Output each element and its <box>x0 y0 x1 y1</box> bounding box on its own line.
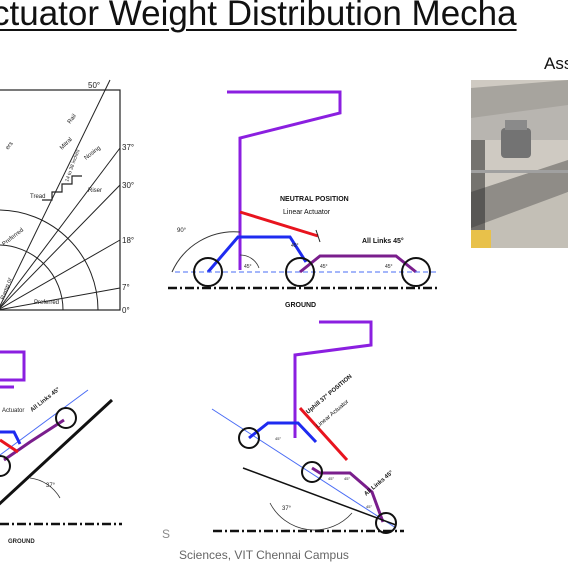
neutral-links-label: All Links 45° <box>362 237 404 245</box>
page-title: ctuator Weight Distribution Mecha <box>0 0 517 33</box>
neutral-actuator-label: Linear Actuator <box>283 209 331 216</box>
chart-angle-37: 37° <box>122 143 134 152</box>
wheel <box>193 257 223 287</box>
footer-text: Sciences, VIT Chennai Campus <box>179 548 349 562</box>
chart-label-inches: 14 to 38 inches <box>64 148 81 182</box>
chart-label-preferred-a: Preferred <box>2 227 25 247</box>
wheel <box>401 257 431 287</box>
left-angle-label: 37° <box>46 483 56 489</box>
chart-label-rail: Rail <box>67 113 78 125</box>
uphill-links-label: All Links 45° <box>363 470 395 498</box>
uphill-position-diagram: Uphill 37° POSITION Linear Actuator All … <box>211 320 404 534</box>
chart-angle-18: 18° <box>122 236 134 245</box>
svg-text:45°: 45° <box>291 243 299 249</box>
chart-angle-50: 50° <box>88 81 100 90</box>
chart-angle-7: 7° <box>122 283 130 292</box>
uphill-title: Uphill 37° POSITION <box>305 374 353 416</box>
chart-label-ramp: Ramp or <box>0 277 14 301</box>
wheel <box>0 455 11 477</box>
chart-label-riser: Riser <box>88 188 102 194</box>
wheel <box>55 407 77 429</box>
footer-fragment: S <box>162 527 171 541</box>
neutral-angle-90: 90° <box>177 228 187 234</box>
corner-title: Ass <box>544 54 568 73</box>
svg-text:ers: ers <box>5 141 15 151</box>
assembly-photo <box>471 80 568 248</box>
wheel <box>375 512 397 534</box>
svg-text:45°: 45° <box>385 264 393 270</box>
chart-label-tread: Tread <box>30 194 45 200</box>
left-uphill-diagram: Actuator All Links 45° 37° GROUND <box>0 350 122 545</box>
wheel <box>301 461 323 483</box>
left-actuator-label: Actuator <box>2 408 24 414</box>
neutral-ground-label: GROUND <box>285 302 316 309</box>
neutral-position-diagram: NEUTRAL POSITION Linear Actuator All Lin… <box>168 90 440 309</box>
svg-text:45°: 45° <box>328 476 334 481</box>
chart-angle-0: 0° <box>122 306 130 315</box>
svg-text:45°: 45° <box>320 264 328 270</box>
chart-label-nosing: Nosing <box>84 145 102 161</box>
svg-text:45°: 45° <box>366 504 372 509</box>
neutral-angle-45: 45° <box>244 264 252 270</box>
chart-label-preferred-b: Preferred <box>34 300 59 306</box>
svg-text:45°: 45° <box>344 476 350 481</box>
chart-label-mitral: Mitral <box>59 137 74 152</box>
uphill-angle-45: 45° <box>275 436 281 441</box>
wheel <box>285 257 315 287</box>
left-links-label: All Links 45° <box>30 386 62 413</box>
neutral-title: NEUTRAL POSITION <box>280 196 349 203</box>
wheel <box>238 427 260 449</box>
uphill-angle-label: 37° <box>282 506 292 512</box>
stair-angle-chart: 50° 37° 30° 18° 7° 0° Rail Mitral Nosing… <box>0 79 134 315</box>
left-ground-label: GROUND <box>8 539 35 545</box>
chart-angle-30: 30° <box>122 181 134 190</box>
